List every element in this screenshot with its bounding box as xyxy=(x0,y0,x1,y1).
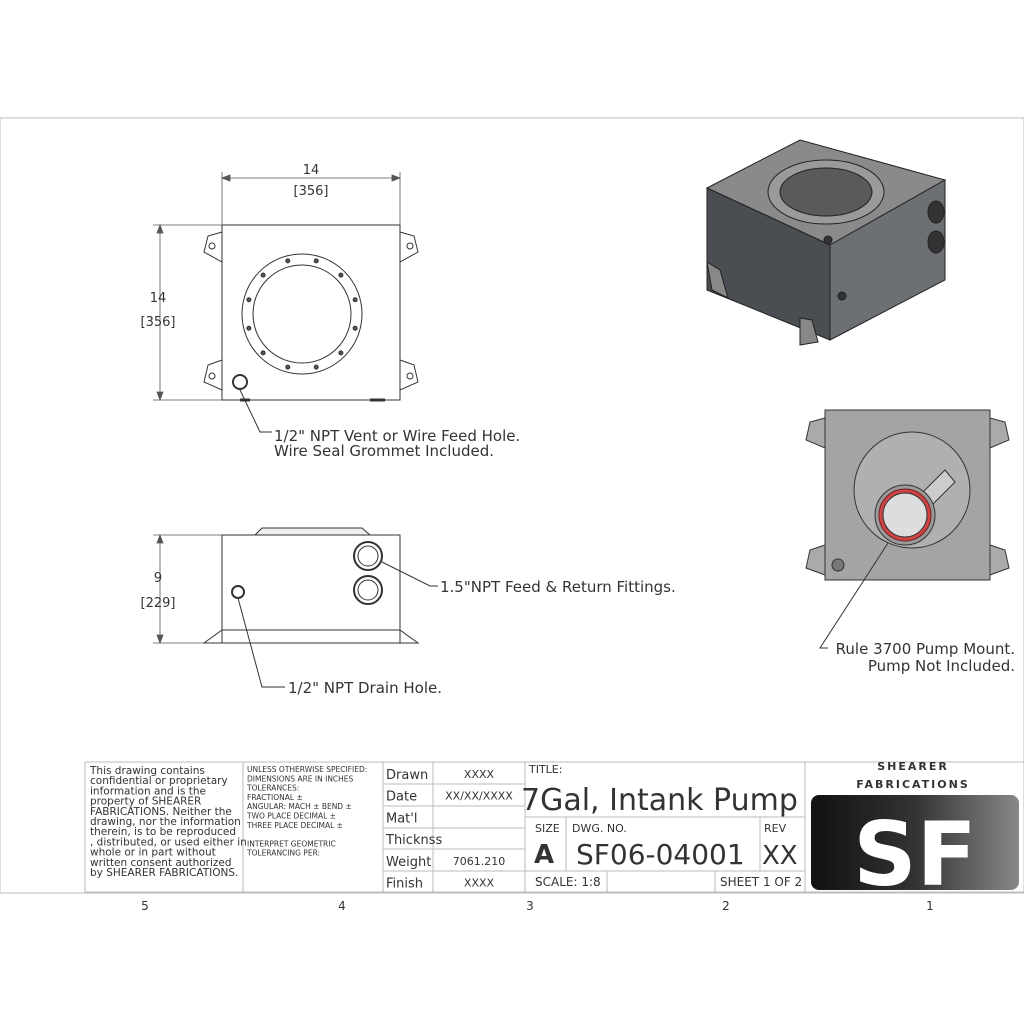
tolerance-line: FRACTIONAL ± xyxy=(247,793,303,802)
logo-mark: SF xyxy=(853,803,977,906)
dim-depth-mm: [356] xyxy=(141,315,176,330)
bolt-hole xyxy=(338,350,344,356)
dwg-no-label: DWG. NO. xyxy=(572,822,627,835)
dim-top-width xyxy=(220,172,402,225)
notice-line: This drawing contains xyxy=(89,765,205,777)
dim-width-mm: [356] xyxy=(294,184,329,199)
field-value: XXXX xyxy=(464,877,495,890)
tolerance-line: UNLESS OTHERWISE SPECIFIED: xyxy=(247,765,367,774)
size-value: A xyxy=(534,840,554,870)
pump-leader xyxy=(819,542,889,649)
drain-callout: 1/2" NPT Drain Hole. xyxy=(288,679,442,697)
field-value: XX/XX/XXXX xyxy=(445,790,513,803)
zone-number: 1 xyxy=(926,899,934,913)
tolerance-notes: UNLESS OTHERWISE SPECIFIED:DIMENSIONS AR… xyxy=(246,765,367,858)
rev-label: REV xyxy=(764,822,787,835)
dim-width-value: 14 xyxy=(303,163,320,178)
title-label: TITLE: xyxy=(528,763,562,776)
notice-line: FABRICATIONS. Neither the xyxy=(90,806,232,818)
tolerance-line: INTERPRET GEOMETRIC xyxy=(247,839,336,848)
access-lid xyxy=(252,264,352,364)
vent-callout-2: Wire Seal Grommet Included. xyxy=(274,442,494,460)
field-value: 7061.210 xyxy=(453,855,506,868)
bolt-hole xyxy=(352,297,358,303)
vent-leader xyxy=(239,389,272,433)
field-label: Mat'l xyxy=(386,811,417,826)
bolt-hole xyxy=(246,325,252,331)
field-label: Date xyxy=(386,790,417,805)
sheet-border xyxy=(0,117,1024,894)
title-block xyxy=(84,761,1024,893)
bolt-hole xyxy=(260,350,266,356)
dim-height xyxy=(153,533,222,645)
notice-line: whole or in part without xyxy=(90,847,216,859)
logo-line-1: SHEARER xyxy=(877,760,949,773)
size-label: SIZE xyxy=(535,822,560,835)
notice-line: confidential or proprietary xyxy=(90,775,228,787)
bolt-hole xyxy=(352,325,358,331)
tolerance-line: TWO PLACE DECIMAL ± xyxy=(246,812,336,821)
isometric-view xyxy=(705,139,947,346)
bolt-hole xyxy=(285,364,291,370)
sheet-number: SHEET 1 OF 2 xyxy=(720,875,802,889)
field-value: XXXX xyxy=(464,768,495,781)
rev-value: XX xyxy=(762,841,798,871)
bolt-hole xyxy=(246,297,252,303)
lid-bolt-holes xyxy=(246,258,358,370)
zone-number: 3 xyxy=(526,899,534,913)
tolerance-line: THREE PLACE DECIMAL ± xyxy=(246,821,343,830)
fittings-callout: 1.5"NPT Feed & Return Fittings. xyxy=(440,578,676,596)
field-label: Thicknss xyxy=(385,833,442,848)
drawing-title: 7Gal, Intank Pump xyxy=(521,783,798,818)
vent-hole xyxy=(232,374,248,390)
mount-flanges xyxy=(203,231,419,391)
zone-number: 2 xyxy=(722,899,730,913)
company-logo: SHEARER FABRICATIONS SF xyxy=(811,760,1019,906)
tolerance-line: TOLERANCES: xyxy=(246,784,299,793)
notice-line: , distributed, or used either in xyxy=(90,836,247,848)
scale: SCALE: 1:8 xyxy=(535,875,601,889)
notice-line: drawing, nor the information xyxy=(90,816,241,828)
pump-outline xyxy=(882,492,928,538)
notice-line: by SHEARER FABRICATIONS. xyxy=(90,867,238,879)
zone-numbers: 5 4 3 2 1 xyxy=(141,899,934,913)
dwg-no: SF06-04001 xyxy=(576,838,745,871)
bolt-hole xyxy=(260,272,266,278)
notice-line: therein, is to be reproduced xyxy=(90,826,236,838)
front-view xyxy=(202,527,420,644)
bolt-hole xyxy=(313,258,319,264)
bolt-hole xyxy=(285,258,291,264)
dim-height-value: 9 xyxy=(154,571,162,586)
zone-number: 5 xyxy=(141,899,149,913)
tolerance-line: TOLERANCING PER: xyxy=(246,849,320,858)
field-label: Finish xyxy=(386,877,423,892)
tolerance-line: ANGULAR: MACH ± BEND ± xyxy=(247,802,352,811)
notice-line: written consent authorized xyxy=(90,857,232,869)
pump-callout-2: Pump Not Included. xyxy=(868,657,1015,675)
pump-callout-1: Rule 3700 Pump Mount. xyxy=(836,640,1015,658)
bolt-hole xyxy=(338,272,344,278)
bolt-hole xyxy=(313,364,319,370)
drain-hole xyxy=(231,585,245,599)
vent-callout-1: 1/2" NPT Vent or Wire Feed Hole. xyxy=(274,427,520,445)
notice-line: property of SHEARER xyxy=(90,796,201,808)
dim-depth-value: 14 xyxy=(150,291,167,306)
tolerance-line: DIMENSIONS ARE IN INCHES xyxy=(247,774,354,783)
field-label: Drawn xyxy=(386,768,428,783)
zone-number: 4 xyxy=(338,899,346,913)
dim-top-depth xyxy=(153,223,222,402)
top-view xyxy=(203,224,419,402)
mount-feet xyxy=(202,629,420,644)
fittings-leader xyxy=(381,561,438,587)
notice-line: information and is the xyxy=(90,785,206,797)
drain-leader xyxy=(237,597,285,688)
bottom-view xyxy=(805,409,1010,581)
field-label: Weight xyxy=(386,855,431,870)
dim-height-mm: [229] xyxy=(141,596,176,611)
logo-line-2: FABRICATIONS xyxy=(856,778,970,791)
